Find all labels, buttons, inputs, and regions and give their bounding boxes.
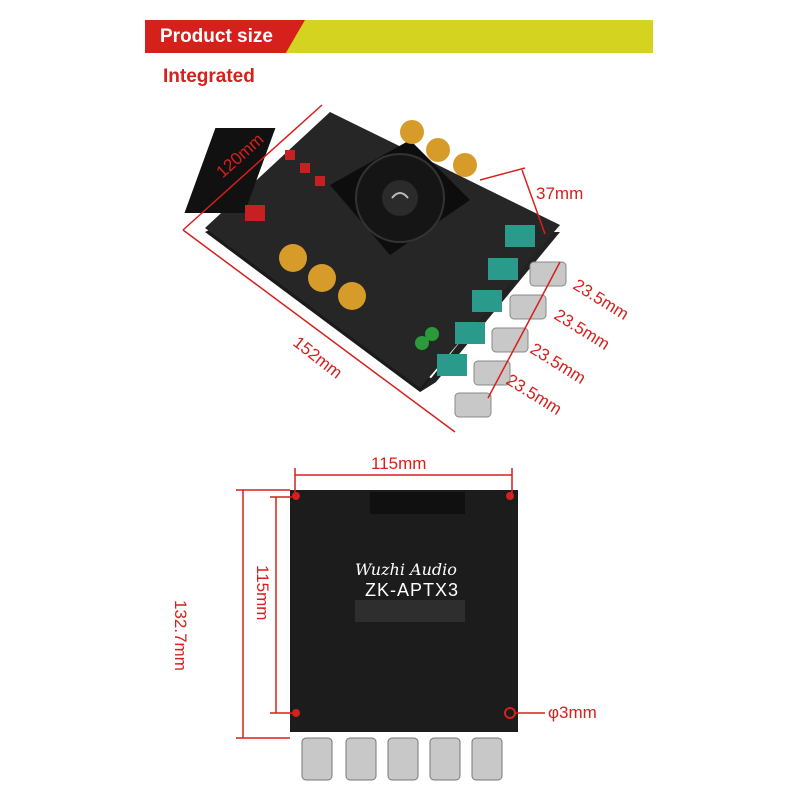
mount-hole — [292, 492, 300, 500]
terminal-block-row — [184, 128, 325, 221]
bottom-board-view — [236, 468, 545, 781]
header-title: Product size — [145, 20, 305, 53]
subtitle: Integrated — [163, 66, 255, 87]
top-board-view — [182, 104, 567, 433]
mount-hole — [506, 492, 514, 500]
dim-hole-width: 115mm — [371, 454, 427, 473]
dim-hole-diameter: φ3mm — [548, 703, 597, 722]
dim-hole-height: 115mm — [253, 565, 272, 621]
bottom-dimension-lines — [236, 468, 545, 739]
board-model: ZK-APTX3 — [365, 580, 460, 600]
capacitors — [279, 120, 477, 350]
dim-height: 37mm — [536, 184, 584, 203]
top-dimension-lines — [182, 104, 561, 433]
top-board-pcb — [205, 112, 560, 388]
mount-hole — [292, 709, 300, 717]
cooling-fan — [330, 140, 470, 255]
dim-board-height: 132.7mm — [171, 600, 190, 671]
bottom-knobs — [301, 737, 503, 781]
board-brand: Wuzhi Audio — [355, 560, 457, 579]
